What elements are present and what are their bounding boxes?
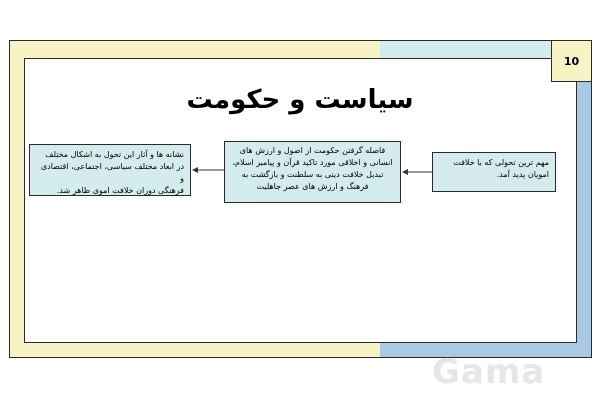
frame-band-bottom-left <box>24 343 380 357</box>
frame-band-right <box>577 82 591 343</box>
slide-title: سیاست و حکومت <box>186 85 414 115</box>
diagram-node-left: نشانه ها و آثار این تحول به اشکال مختلف … <box>29 144 191 196</box>
frame-band-top-left <box>10 41 380 58</box>
frame-band-bottom-right <box>380 343 591 357</box>
diagram-node-center: فاصله گرفتن حکومت از اصول و ارزش های انس… <box>224 141 401 203</box>
frame-band-top-right <box>380 41 551 58</box>
frame-band-left <box>10 58 24 357</box>
gama-logo-watermark: Gama <box>432 352 546 392</box>
page-number: 10 <box>551 41 591 82</box>
slide-frame <box>9 40 592 358</box>
diagram-node-right: مهم ترین تحولی که با خلافت امویان پدید آ… <box>432 152 556 192</box>
